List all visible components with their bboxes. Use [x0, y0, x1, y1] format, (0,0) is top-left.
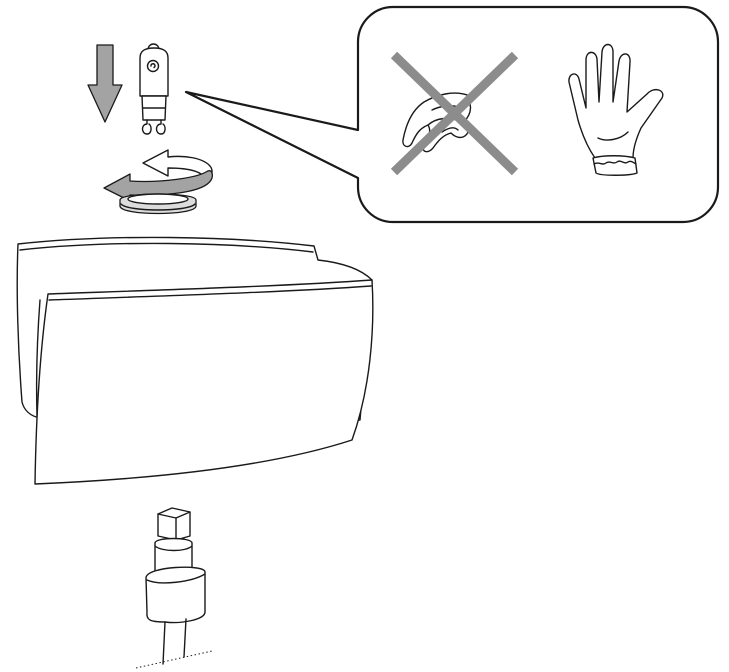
cord-clamp — [145, 566, 206, 624]
shade-back-rim — [19, 242, 314, 253]
connector-cube — [157, 507, 191, 541]
glove-cuff-ruffle — [593, 160, 637, 165]
cross-icon — [390, 51, 519, 176]
glove-cuff — [592, 155, 638, 176]
cable-left-edge — [162, 621, 166, 665]
bulb-pin-right — [155, 119, 166, 135]
bulb-logo-mark — [150, 63, 156, 69]
g9-bulb-icon — [139, 43, 169, 135]
bulb-logo-icon — [146, 59, 160, 73]
socket-rim — [120, 203, 196, 211]
bare-hand-finger — [441, 127, 459, 133]
glove-palm-crease — [597, 131, 629, 141]
callout-box — [184, 5, 720, 224]
lamp-shade — [16, 236, 374, 485]
cord-clamp-rim — [146, 573, 206, 584]
power-cord — [135, 507, 213, 669]
bulb-pin-left — [141, 119, 152, 135]
connector-cube-edges — [157, 511, 191, 541]
arrow-down-icon — [87, 44, 123, 123]
socket-top — [127, 193, 189, 205]
lamp-socket — [119, 193, 197, 215]
cross-line-2 — [390, 51, 519, 176]
shade-front-rim — [48, 285, 372, 301]
cable-right-edge — [183, 618, 187, 658]
glove-outline — [568, 43, 664, 159]
glove-icon — [568, 43, 664, 176]
connector-neck-rim — [154, 545, 193, 552]
surface-dotted-line — [135, 650, 213, 669]
shade-back-edge — [35, 299, 41, 417]
shade-front-layer — [34, 279, 374, 485]
